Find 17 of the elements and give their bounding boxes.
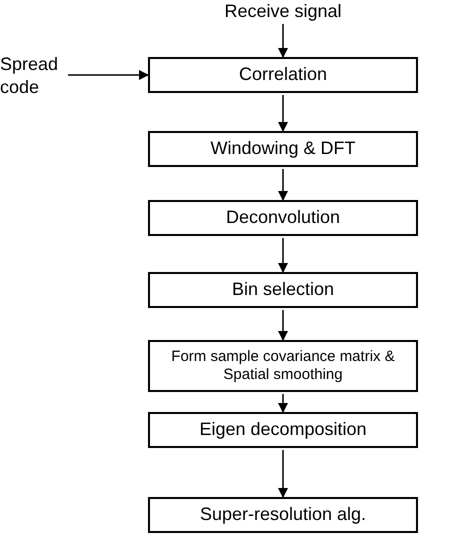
arrow [278, 238, 288, 273]
process-box: Bin selection [148, 272, 418, 308]
arrow [68, 70, 149, 80]
arrow [278, 310, 288, 341]
process-box: Windowing & DFT [148, 131, 418, 167]
input-label: Spread code [0, 53, 66, 98]
process-box: Deconvolution [148, 200, 418, 236]
arrow [278, 394, 288, 413]
arrow [278, 95, 288, 132]
arrow [278, 169, 288, 201]
process-box: Correlation [148, 57, 418, 93]
arrow [278, 24, 288, 58]
process-box: Form sample covariance matrix & Spatial smoothing [148, 340, 418, 392]
process-box: Super-resolution alg. [148, 497, 418, 533]
arrow [278, 450, 288, 498]
process-box: Eigen decomposition [148, 412, 418, 448]
input-label: Receive signal [218, 0, 348, 22]
